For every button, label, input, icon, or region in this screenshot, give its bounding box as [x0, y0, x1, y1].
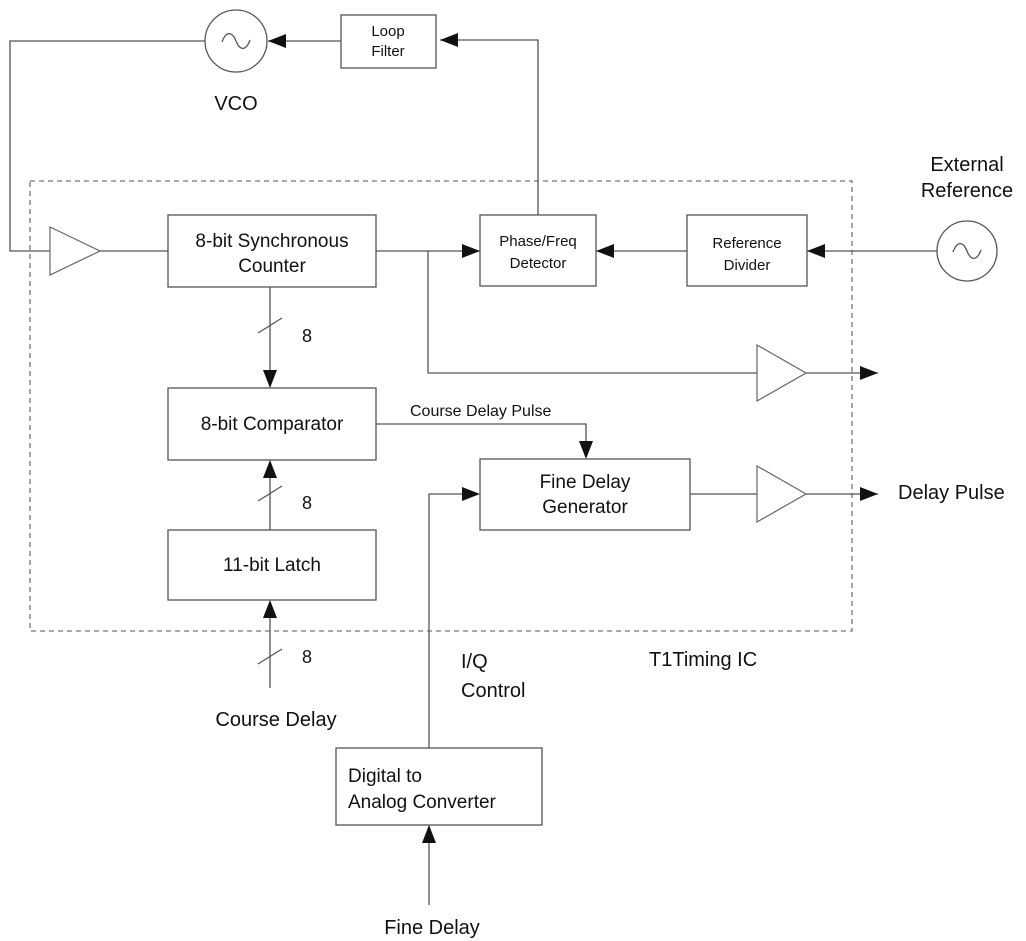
external-reference-label-line1: External — [930, 154, 1003, 176]
iq-control-label-line1: I/Q — [461, 651, 488, 673]
bus-width-input-label: 8 — [302, 647, 312, 667]
reference-sine-icon — [952, 242, 982, 260]
course-delay-label: Course Delay — [215, 709, 336, 731]
phase-detector-label-line2: Detector — [510, 255, 567, 272]
sync-counter-block — [167, 214, 377, 288]
counter-output-branch-wire — [427, 251, 757, 374]
delay-output-buffer-triangle — [756, 464, 808, 524]
arrowhead-vco-in — [268, 34, 286, 48]
arrowhead-divider-in — [807, 244, 825, 258]
reference-divider-label-line1: Reference — [712, 235, 781, 252]
clock-output-buffer-triangle — [756, 343, 808, 403]
bus-slash-input — [257, 648, 283, 665]
arrowhead-generator-top-in — [579, 441, 593, 459]
fine-delay-generator-block — [479, 458, 691, 531]
latch-block — [167, 529, 377, 601]
latch-label: 11-bit Latch — [223, 555, 321, 576]
timing-ic-boundary — [29, 180, 853, 632]
external-reference-label-line2: Reference — [921, 180, 1013, 202]
course-delay-pulse-wire — [376, 423, 587, 456]
comparator-block — [167, 387, 377, 461]
arrowhead-clock-out — [860, 366, 878, 380]
loop-filter-label-line1: Loop — [371, 23, 404, 40]
arrowhead-latch-in — [263, 600, 277, 618]
loop-filter-label-line2: Filter — [371, 43, 404, 60]
arrowhead-dac-in — [422, 825, 436, 843]
fine-delay-label: Fine Delay — [384, 917, 480, 939]
vco-sine-icon — [221, 32, 251, 50]
bus-slash-latch — [257, 485, 283, 502]
fine-delay-generator-label-line1: Fine Delay — [540, 472, 631, 493]
sync-counter-label-line2: Counter — [238, 256, 306, 277]
reference-divider-block — [686, 214, 808, 287]
delay-pulse-label: Delay Pulse — [898, 482, 1005, 504]
loop-filter-block — [340, 14, 437, 69]
bus-slash-counter — [257, 317, 283, 334]
arrowhead-comparator-bottom-in — [263, 460, 277, 478]
phase-detector-label-line1: Phase/Freq — [499, 233, 577, 250]
arrowhead-filter-in — [440, 33, 458, 47]
vco-feedback-wire — [9, 40, 205, 252]
dac-block — [335, 747, 543, 826]
detector-to-filter-wire — [440, 39, 539, 215]
dac-label-line2: Analog Converter — [348, 792, 497, 813]
bus-width-counter-label: 8 — [302, 326, 312, 346]
dac-label-line1: Digital to — [348, 766, 422, 787]
iq-control-wire — [428, 493, 478, 748]
reference-divider-label-line2: Divider — [724, 257, 771, 274]
fine-delay-generator-label-line2: Generator — [542, 497, 628, 518]
vco-label: VCO — [214, 93, 257, 115]
arrowhead-detector-left-in — [462, 244, 480, 258]
arrowhead-generator-left-in — [462, 487, 480, 501]
phase-detector-block — [479, 214, 597, 287]
comparator-label: 8-bit Comparator — [201, 414, 344, 435]
sync-counter-label-line1: 8-bit Synchronous — [195, 231, 348, 252]
arrowhead-comparator-top-in — [263, 370, 277, 388]
arrowhead-detector-right-in — [596, 244, 614, 258]
input-buffer-triangle — [49, 226, 102, 276]
arrowhead-delay-pulse-out — [860, 487, 878, 501]
bus-width-latch-label: 8 — [302, 493, 312, 513]
course-delay-pulse-label: Course Delay Pulse — [410, 403, 552, 420]
iq-control-label-line2: Control — [461, 680, 525, 702]
chip-name-label: T1Timing IC — [649, 649, 757, 671]
